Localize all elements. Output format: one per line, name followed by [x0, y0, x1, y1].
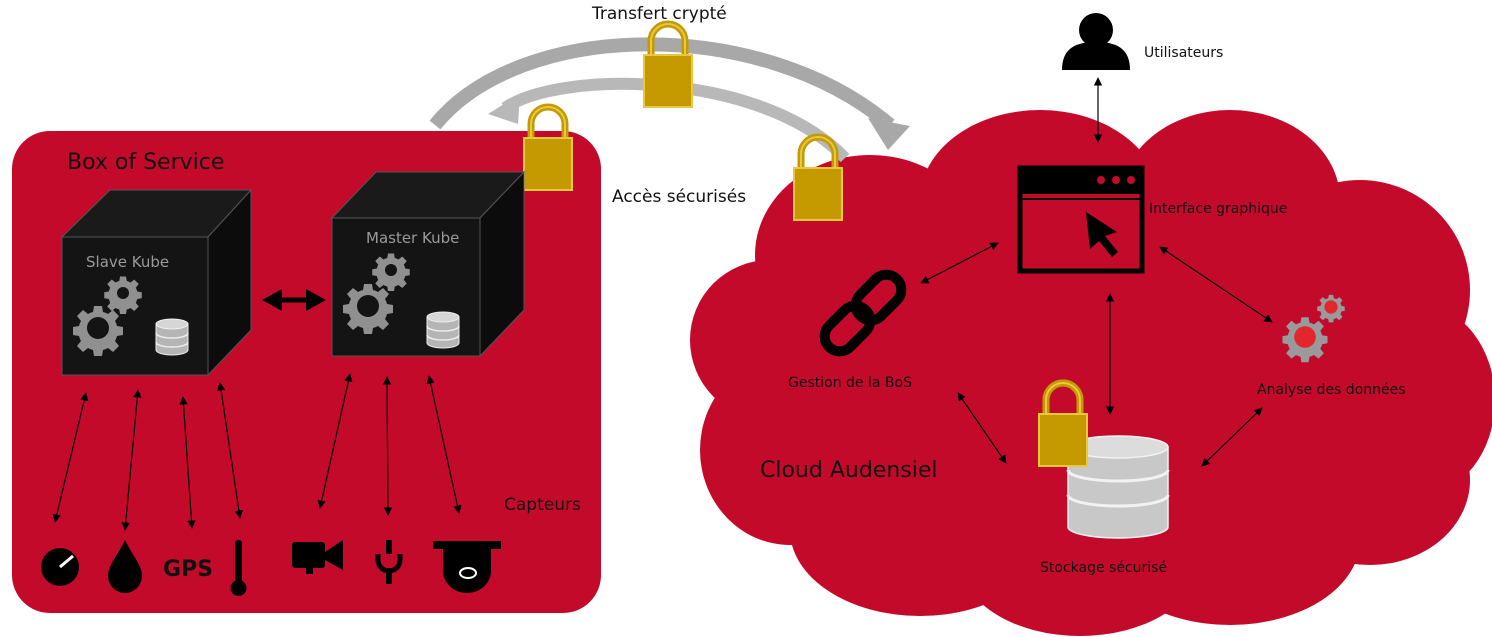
gear-icon: [104, 276, 142, 314]
users-label: Utilisateurs: [1144, 45, 1224, 61]
database-icon: [426, 311, 460, 349]
box-title: Box of Service: [67, 150, 225, 175]
transfer-arrow-top: [429, 37, 895, 131]
sensors-label: Capteurs: [504, 495, 581, 515]
bos-management-label: Gestion de la BoS: [788, 375, 912, 391]
thermometer-icon: [230, 540, 247, 596]
data-analysis-label: Analyse des données: [1257, 382, 1406, 398]
gear-icon: [73, 306, 123, 356]
gear-icon: [372, 253, 410, 291]
gps-icon: GPS: [163, 557, 214, 582]
lock-icon: [524, 107, 572, 190]
cloud-title: Cloud Audensiel: [760, 458, 938, 483]
gear-icon: [1317, 294, 1345, 323]
transfer-label: Transfert crypté: [592, 4, 727, 24]
slave-kube-label: Slave Kube: [86, 253, 170, 271]
master-kube-cube: [330, 170, 526, 358]
drop-icon: [108, 540, 142, 593]
window-icon: [1017, 165, 1145, 274]
lock-icon: [794, 137, 842, 220]
dome-camera-icon: [433, 541, 501, 593]
cursor-icon: [1086, 212, 1118, 257]
transfer-arrow-head: [868, 118, 910, 150]
database-icon: [155, 318, 189, 356]
database-icon: [1066, 435, 1170, 539]
gear-icon: [1282, 317, 1328, 363]
link-icon: [819, 269, 907, 357]
sensor-links: [52, 373, 462, 531]
antenna-icon: [375, 540, 403, 584]
camera-icon: [292, 540, 343, 574]
master-kube-label: Master Kube: [366, 229, 460, 247]
cloud-links: [920, 242, 1273, 467]
gauge-icon: [41, 548, 79, 586]
secure-access-label: Accès sécurisés: [612, 187, 747, 207]
cube-link-arrow: [262, 289, 326, 311]
transfer-arrow-head-back: [488, 94, 520, 124]
cloud-shape: [690, 110, 1492, 636]
gear-icon: [343, 284, 393, 334]
lock-icon: [644, 24, 692, 107]
secure-storage-label: Stockage sécurisé: [1040, 560, 1168, 576]
user-icon: [1062, 13, 1130, 70]
gui-label: Interface graphique: [1149, 201, 1288, 217]
